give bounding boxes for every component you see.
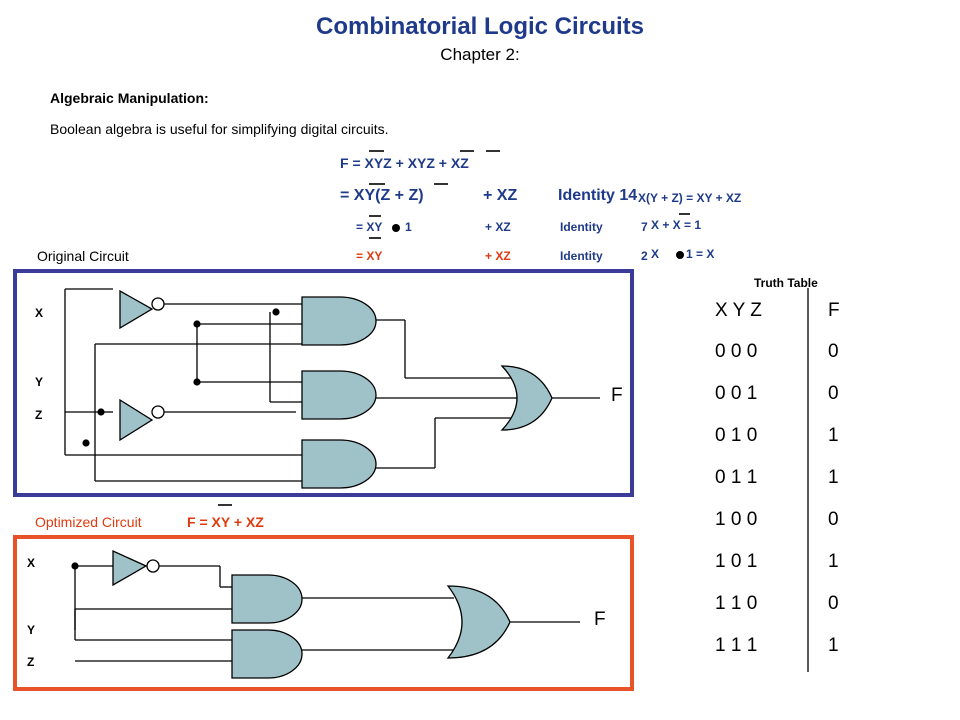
equation-line-4-num: 2	[641, 249, 648, 263]
truth-table-row-output: 0	[828, 593, 839, 614]
optimized-circuit-label: Optimized Circuit	[35, 514, 142, 530]
optimized-input-x: X	[27, 556, 36, 570]
identity-14-rule: X(Y + Z) = XY + XZ	[638, 191, 742, 205]
equation-line-1: F = XYZ + XYZ + XZ	[340, 155, 469, 171]
equation-line-2-xz: + XZ	[483, 187, 518, 204]
equation-line-3-xz: + XZ	[485, 220, 511, 234]
truth-table-row-inputs: 1 0 0	[715, 509, 758, 530]
equation-line-4-xz: + XZ	[485, 249, 511, 263]
equation-line-3-one: 1	[405, 220, 412, 234]
truth-table-row-output: 0	[828, 509, 839, 530]
chapter-subtitle: Chapter 2:	[440, 45, 520, 64]
optimized-circuit-frame	[13, 535, 634, 691]
truth-table-header-output: F	[828, 300, 840, 321]
optimized-input-z: Z	[27, 655, 35, 669]
identity-2-rule-rest: 1 = X	[686, 247, 715, 261]
section-heading: Algebraic Manipulation:	[50, 90, 209, 106]
truth-table-row-inputs: 0 0 1	[715, 383, 758, 404]
truth-table-row-inputs: 0 1 1	[715, 467, 758, 488]
optimized-expression: F = XY + XZ	[187, 514, 264, 530]
truth-table-row-output: 1	[828, 635, 839, 656]
truth-table-row-inputs: 0 0 0	[715, 341, 758, 362]
original-output-f: F	[611, 385, 623, 406]
equation-line-2-identity: Identity 14	[558, 187, 638, 204]
truth-table-row-output: 1	[828, 425, 839, 446]
truth-table-row-inputs: 0 1 0	[715, 425, 758, 446]
equation-line-3-left: = XY	[356, 220, 383, 234]
original-circuit-label: Original Circuit	[37, 248, 129, 264]
truth-table-row-inputs: 1 1 1	[715, 635, 758, 656]
truth-table-row-output: 0	[828, 383, 839, 404]
intro-text: Boolean algebra is useful for simplifyin…	[50, 121, 389, 137]
original-circuit-frame	[13, 269, 634, 497]
equation-line-4-identity: Identity	[560, 249, 603, 263]
optimized-output-f: F	[594, 609, 606, 630]
optimized-input-y: Y	[27, 623, 36, 637]
equation-line-2-left: = XY(Z + Z)	[340, 187, 424, 204]
truth-table-row-output: 0	[828, 341, 839, 362]
identity-2-rule-x: X	[651, 247, 660, 261]
truth-table-header-inputs: X Y Z	[715, 300, 762, 321]
truth-table-row-inputs: 1 0 1	[715, 551, 758, 572]
equation-line-4-left: = XY	[356, 249, 383, 263]
truth-table-title: Truth Table	[754, 276, 818, 290]
page-title: Combinatorial Logic Circuits	[315, 13, 645, 40]
original-input-z: Z	[35, 408, 43, 422]
truth-table-row-inputs: 1 1 0	[715, 593, 758, 614]
equation-line-3-identity: Identity	[560, 220, 603, 234]
truth-table-row-output: 1	[828, 551, 839, 572]
equation-line-3-num: 7	[641, 220, 648, 234]
original-input-x: X	[35, 306, 44, 320]
identity-7-rule: X + X = 1	[651, 218, 702, 232]
truth-table-row-output: 1	[828, 467, 839, 488]
original-input-y: Y	[35, 375, 44, 389]
